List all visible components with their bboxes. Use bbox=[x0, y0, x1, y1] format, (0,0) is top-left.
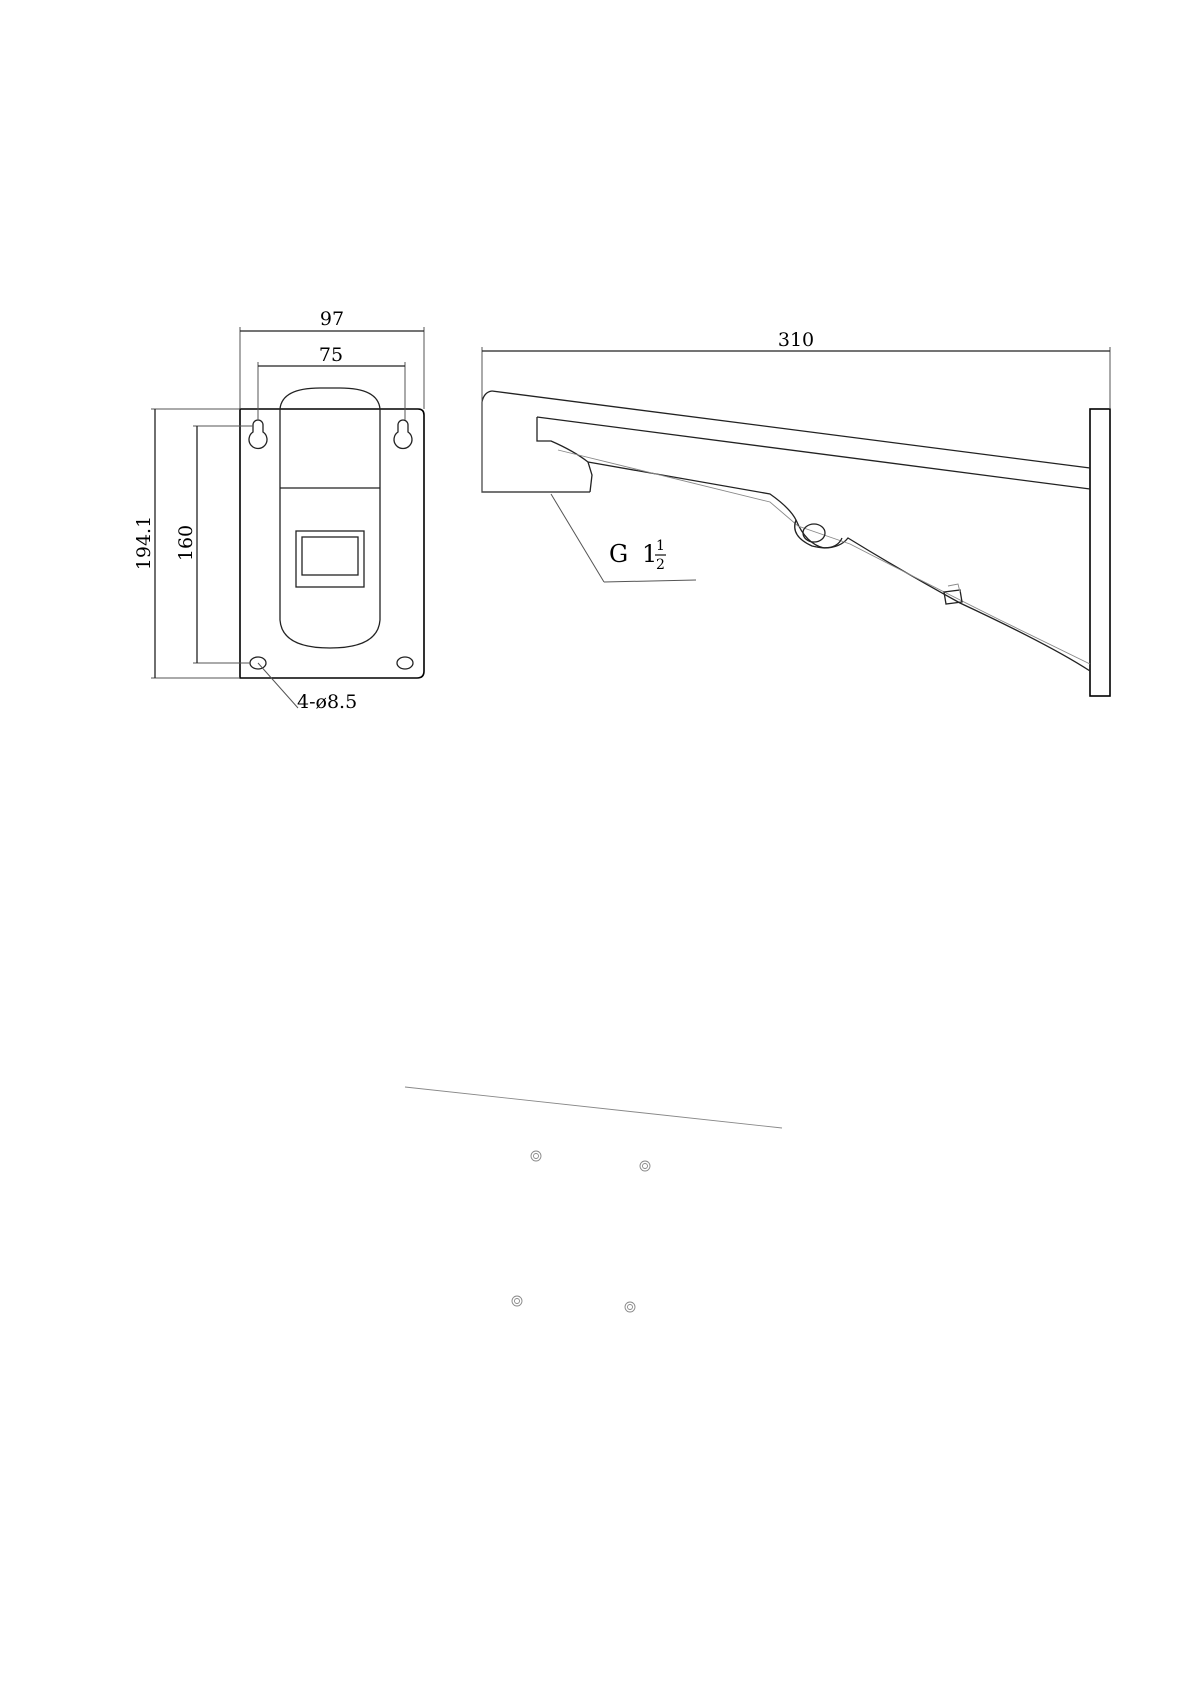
side-view-dimensions: 310 G 1 1 2 bbox=[482, 329, 1110, 582]
mount-hole-bottom-right bbox=[397, 657, 413, 669]
side-view bbox=[482, 391, 1110, 696]
arm-inner-step bbox=[537, 417, 592, 492]
plate-boss bbox=[280, 388, 380, 648]
wall-plate bbox=[1090, 409, 1110, 696]
dim-310: 310 bbox=[778, 329, 814, 351]
arm-top-edge bbox=[482, 391, 590, 492]
holes-leader bbox=[258, 663, 298, 708]
thread-callout-whole: 1 bbox=[642, 540, 657, 568]
thread-callout-letter: G bbox=[609, 540, 628, 568]
plate-opening-outer bbox=[296, 531, 364, 587]
keyhole-slot-right bbox=[394, 420, 412, 448]
holes-callout: 4-ø8.5 bbox=[297, 691, 357, 713]
arm-inner-upper bbox=[537, 417, 1090, 489]
plate-outline bbox=[240, 409, 424, 678]
dim-194-1: 194.1 bbox=[133, 516, 155, 570]
dim-75: 75 bbox=[319, 344, 343, 366]
faint-construction-marks bbox=[405, 1087, 782, 1312]
arm-hole bbox=[803, 524, 825, 542]
arm-underside-inner bbox=[558, 450, 1090, 664]
dim-160: 160 bbox=[175, 525, 197, 561]
arm-top-surface bbox=[492, 391, 1090, 468]
front-view bbox=[240, 388, 424, 678]
cable-clip bbox=[944, 590, 962, 604]
thread-callout-numerator: 1 bbox=[656, 538, 665, 554]
thread-callout-denominator: 2 bbox=[656, 557, 665, 573]
keyhole-slot-left bbox=[249, 420, 267, 448]
thread-leader bbox=[551, 494, 604, 582]
dim-97: 97 bbox=[320, 308, 344, 330]
plate-opening-inner bbox=[302, 537, 358, 575]
